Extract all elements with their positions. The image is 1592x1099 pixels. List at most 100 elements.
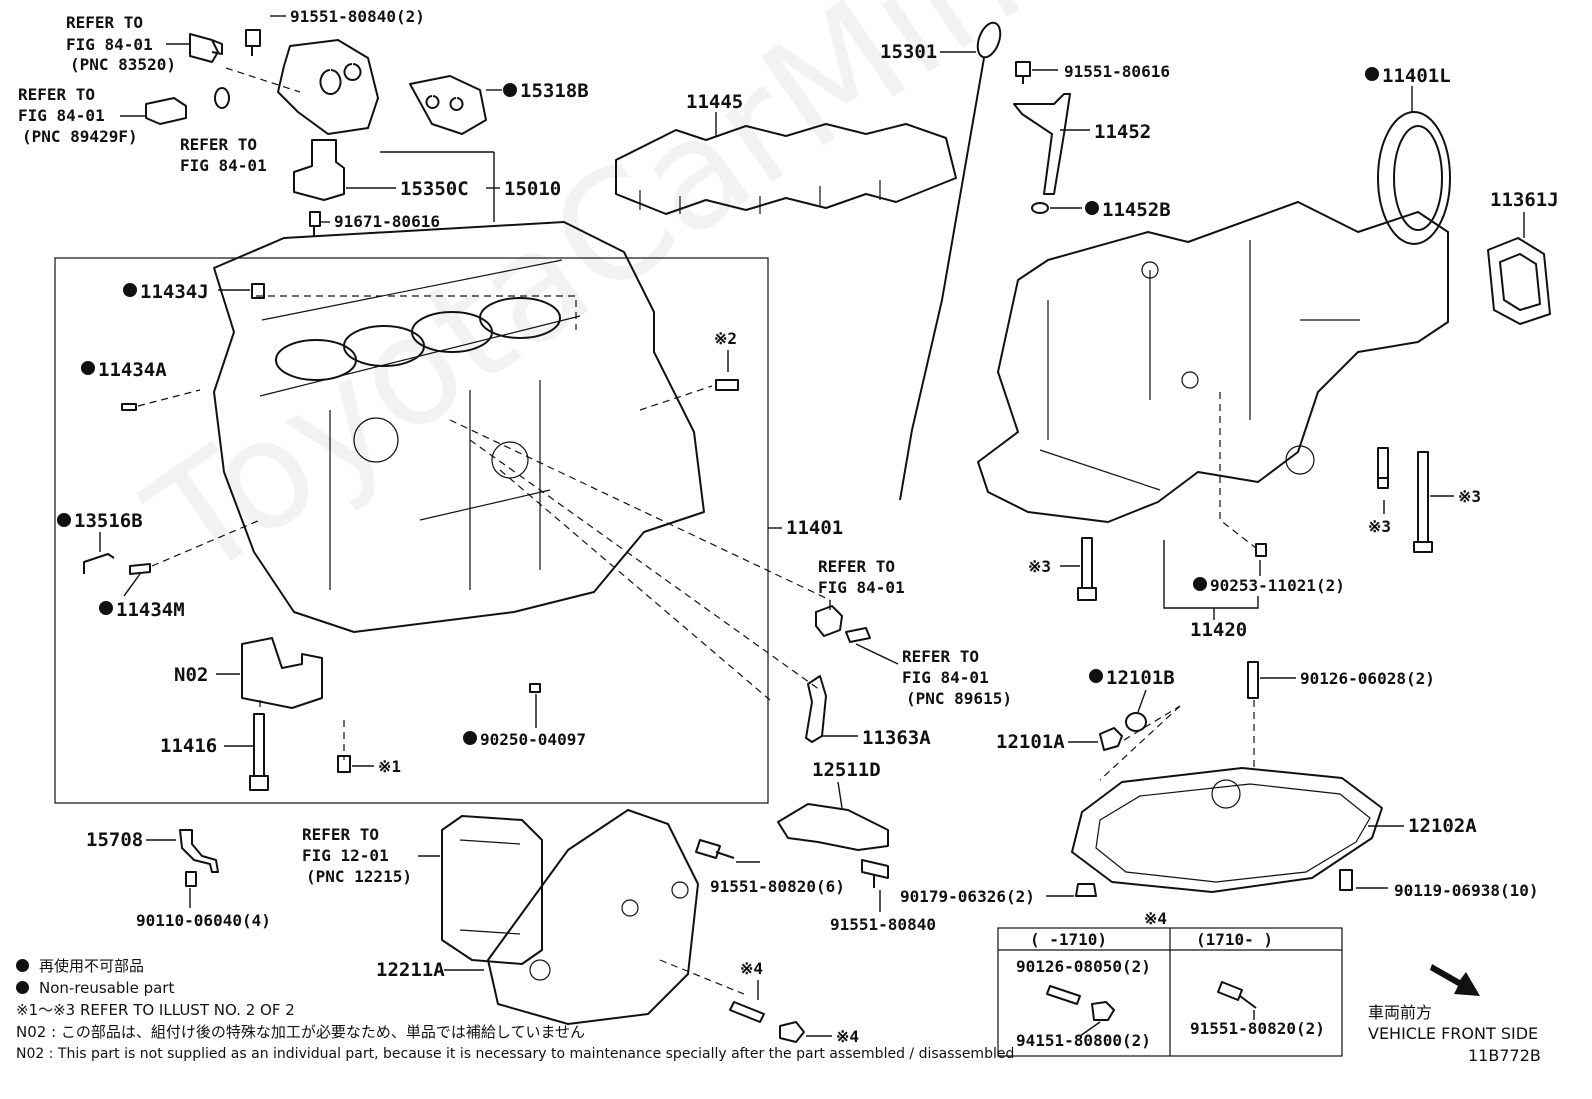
bottom-left-group: 15708 90110-06040(4) bbox=[86, 829, 271, 930]
pin-part bbox=[1255, 543, 1267, 557]
nut-part bbox=[779, 1021, 805, 1043]
dipstick-group: 15301 bbox=[880, 21, 1002, 501]
part-label-12511d: 12511D bbox=[812, 759, 881, 781]
ref-mark: ※3 bbox=[1458, 487, 1481, 506]
refer-label: FIG 84-01 bbox=[180, 156, 267, 175]
refer-note: ※1～※3 REFER TO ILLUST NO. 2 OF 2 bbox=[16, 1001, 295, 1019]
part-label-12211a: 12211A bbox=[376, 959, 445, 981]
part-label-11361j: 11361J bbox=[1490, 189, 1559, 211]
oil-seal bbox=[1377, 111, 1451, 245]
refer-label: REFER TO bbox=[302, 825, 379, 844]
ref-mark: ※1 bbox=[378, 757, 401, 776]
dipstick-guide-group: 91551-80616 11452 11452B bbox=[1013, 61, 1171, 221]
bolt-part bbox=[695, 839, 735, 859]
refer-label: REFER TO bbox=[180, 135, 257, 154]
table-part-91551-80820-2: 91551-80820(2) bbox=[1190, 1019, 1325, 1038]
ref-mark: ※3 bbox=[1368, 517, 1391, 536]
part-label-12102a: 12102A bbox=[1408, 815, 1477, 837]
part-label-11401l: 11401L bbox=[1382, 65, 1451, 87]
stud-bolt bbox=[1247, 661, 1259, 699]
refer-label: FIG 12-01 bbox=[302, 846, 389, 865]
oil-strainer-bracket bbox=[777, 803, 889, 851]
sensor-part bbox=[815, 605, 843, 637]
bolt-part bbox=[861, 859, 889, 888]
part-label-91671-80616: 91671-80616 bbox=[334, 212, 440, 231]
pin-part bbox=[129, 563, 151, 575]
bolt-part bbox=[249, 713, 269, 791]
nut-part bbox=[1091, 1001, 1115, 1021]
timing-cover-group: REFER TO FIG 12-01 (PNC 12215) 91551-808… bbox=[302, 809, 859, 1046]
oil-pump-housing bbox=[277, 39, 379, 135]
part-label-12101b: 12101B bbox=[1106, 667, 1175, 689]
bolt-part bbox=[245, 29, 261, 56]
drain-gasket bbox=[1125, 712, 1147, 732]
ref-mark: ※4 bbox=[740, 959, 763, 978]
part-label-12101a: 12101A bbox=[996, 731, 1065, 753]
nonreusable-dot bbox=[1089, 669, 1103, 683]
gasket-part bbox=[409, 75, 487, 135]
nonreusable-dot bbox=[1365, 67, 1379, 81]
bolt-part bbox=[309, 211, 321, 236]
crankcase-outline bbox=[977, 201, 1449, 523]
dipstick-guide bbox=[1013, 93, 1071, 195]
stud-bolt bbox=[1046, 985, 1081, 1005]
refer-label: REFER TO bbox=[66, 13, 143, 32]
part-label-11434m: 11434M bbox=[116, 599, 185, 621]
part-label-90119-06938-10: 90119-06938(10) bbox=[1394, 881, 1539, 900]
refer-label: FIG 84-01 bbox=[818, 578, 905, 597]
bolt-part bbox=[1077, 537, 1097, 601]
cylinder-bore bbox=[479, 297, 561, 339]
table-part-94151-80800-2: 94151-80800(2) bbox=[1016, 1031, 1151, 1050]
bullet-icon bbox=[16, 959, 29, 972]
part-label-11434a: 11434A bbox=[98, 359, 167, 381]
part-label-90110-06040-4: 90110-06040(4) bbox=[136, 911, 271, 930]
n02-note-en: N02 : This part is not supplied as an in… bbox=[16, 1046, 1015, 1062]
oil-control-valve-group: REFER TO FIG 84-01 (PNC 83520) 91551-808… bbox=[18, 7, 589, 236]
front-arrow-icon bbox=[1430, 964, 1480, 996]
oil-jet bbox=[179, 829, 219, 873]
part-label-91551-80820-6: 91551-80820(6) bbox=[710, 877, 845, 896]
part-label-90253-11021-2: 90253-11021(2) bbox=[1210, 576, 1345, 595]
cylinder-block-frame bbox=[54, 257, 769, 804]
pin-part bbox=[337, 755, 351, 773]
oil-control-valve bbox=[293, 139, 345, 201]
part-label-90179-06326-2: 90179-06326(2) bbox=[900, 887, 1035, 906]
engine-block bbox=[213, 221, 705, 633]
sensor-part bbox=[145, 97, 187, 125]
part-label-11452b: 11452B bbox=[1102, 199, 1171, 221]
oil-pump-body bbox=[487, 809, 699, 1025]
vehicle-front-label: 車両前方 VEHICLE FRONT SIDE bbox=[1368, 1002, 1538, 1044]
part-label-11420: 11420 bbox=[1190, 619, 1247, 641]
refer-label: REFER TO bbox=[902, 647, 979, 666]
part-label-90250-04097: 90250-04097 bbox=[480, 730, 586, 749]
baffle-group: 11363A 12511D 91551-80840 bbox=[777, 675, 936, 934]
nonreusable-dot bbox=[463, 731, 477, 745]
nonreusable-dot bbox=[57, 513, 71, 527]
part-label-11363a: 11363A bbox=[862, 727, 931, 749]
nonreusable-dot bbox=[1085, 201, 1099, 215]
oil-pan-group: 12101B 12101A 90126-06028(2) 12102A 9017… bbox=[900, 661, 1539, 906]
sensor-part bbox=[189, 33, 223, 63]
ref-mark: ※3 bbox=[1028, 557, 1051, 576]
dipstick-rod bbox=[899, 57, 985, 501]
gasket-ring bbox=[214, 87, 230, 109]
part-label-15318b: 15318B bbox=[520, 80, 589, 102]
part-label-n02: N02 bbox=[174, 664, 208, 686]
legend-nonreusable-en: Non-reusable part bbox=[16, 977, 1014, 999]
bolt-part bbox=[1339, 869, 1353, 891]
ref-mark: ※2 bbox=[714, 329, 737, 348]
water-jacket-spacer-group: 11445 bbox=[615, 91, 957, 215]
vehicle-front-en: VEHICLE FRONT SIDE bbox=[1368, 1024, 1539, 1043]
bullet-icon bbox=[16, 981, 29, 994]
nonreusable-dot bbox=[1193, 577, 1207, 591]
part-label-11416: 11416 bbox=[160, 735, 217, 757]
part-label-15708: 15708 bbox=[86, 829, 143, 851]
part-label-91551-80840: 91551-80840 bbox=[830, 915, 936, 934]
refer-label: (PNC 89615) bbox=[906, 689, 1012, 708]
oil-seal-group: 11401L 11361J bbox=[1365, 65, 1559, 325]
o-ring bbox=[1031, 202, 1049, 214]
table-part-90126-08050-2: 90126-08050(2) bbox=[1016, 957, 1151, 976]
timing-chain-cover bbox=[441, 815, 543, 965]
nonreusable-dot bbox=[123, 283, 137, 297]
